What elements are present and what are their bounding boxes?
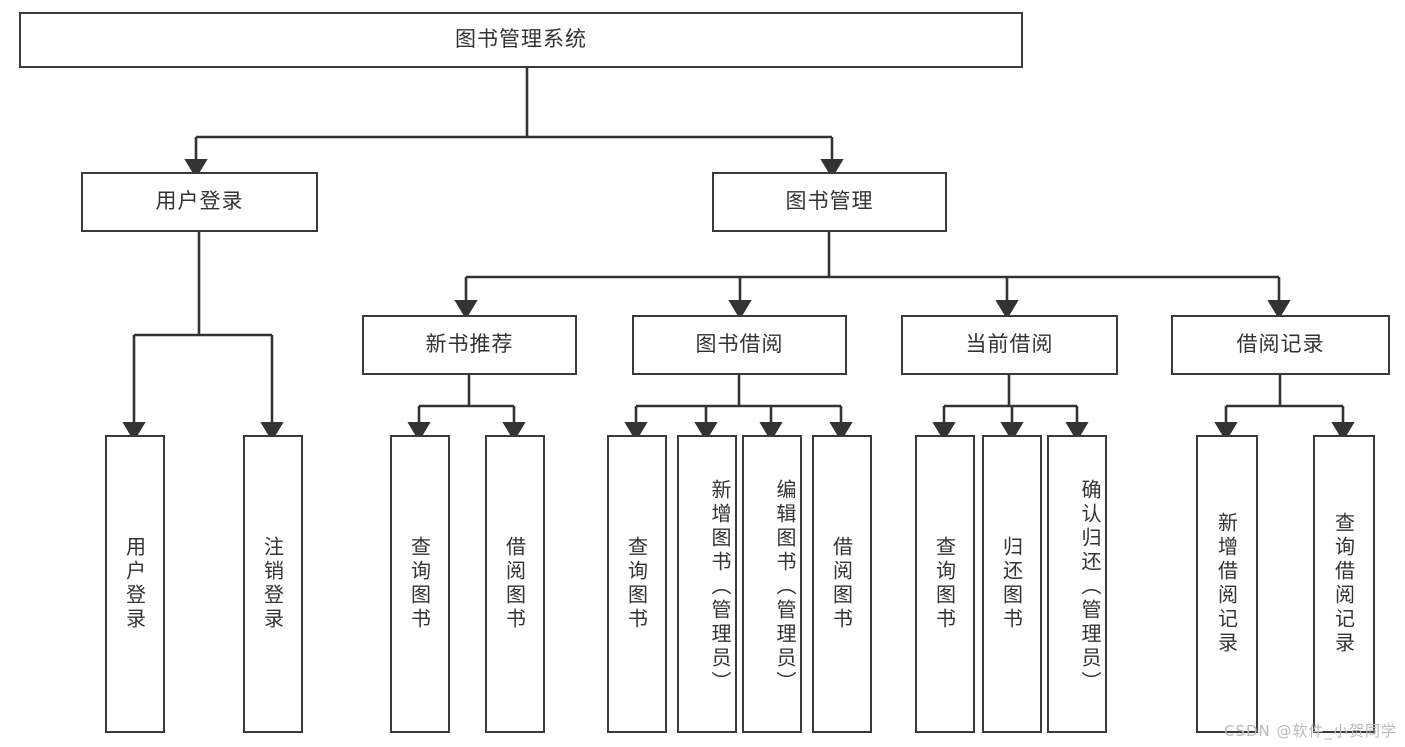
node-root[interactable]: 图书管理系统 <box>19 12 1023 68</box>
node-user-login[interactable]: 用户登录 <box>81 172 318 232</box>
node-book-borrow[interactable]: 图书借阅 <box>632 315 847 375</box>
node-root-label: 图书管理系统 <box>455 27 587 52</box>
leaf-borrow-record-query[interactable]: 查询借阅记录 <box>1313 435 1375 733</box>
leaf-label: 确认归还（管理员） <box>1078 479 1102 695</box>
leaf-label: 查询借阅记录 <box>1331 512 1356 656</box>
node-book-management[interactable]: 图书管理 <box>712 172 947 232</box>
watermark: CSDN @软件_小贺同学 <box>1223 722 1397 740</box>
leaf-label: 新增借阅记录 <box>1214 512 1239 656</box>
node-new-book-recommend-label: 新书推荐 <box>425 332 514 357</box>
leaf-label: 注销登录 <box>260 536 285 632</box>
node-current-borrow-label: 当前借阅 <box>965 332 1054 357</box>
leaf-label: 归还图书 <box>999 536 1024 632</box>
node-current-borrow[interactable]: 当前借阅 <box>901 315 1118 375</box>
node-book-management-label: 图书管理 <box>785 189 874 214</box>
leaf-user-login-login[interactable]: 用户登录 <box>105 435 165 733</box>
leaf-current-borrow-confirm-return[interactable]: 确认归还（管理员） <box>1047 435 1107 733</box>
leaf-current-borrow-query[interactable]: 查询图书 <box>915 435 975 733</box>
leaf-user-login-logout[interactable]: 注销登录 <box>243 435 303 733</box>
leaf-book-borrow-query[interactable]: 查询图书 <box>607 435 667 733</box>
leaf-label: 用户登录 <box>122 536 147 632</box>
leaf-label: 编辑图书（管理员） <box>773 479 797 695</box>
leaf-new-book-borrow[interactable]: 借阅图书 <box>485 435 545 733</box>
leaf-book-borrow-edit[interactable]: 编辑图书（管理员） <box>742 435 802 733</box>
leaf-label: 借阅图书 <box>502 536 527 632</box>
leaf-label: 借阅图书 <box>829 536 854 632</box>
leaf-book-borrow-borrow[interactable]: 借阅图书 <box>812 435 872 733</box>
leaf-borrow-record-add[interactable]: 新增借阅记录 <box>1196 435 1258 733</box>
leaf-label: 查询图书 <box>624 536 649 632</box>
node-user-login-label: 用户登录 <box>155 189 244 214</box>
leaf-current-borrow-return[interactable]: 归还图书 <box>982 435 1042 733</box>
leaf-label: 查询图书 <box>407 536 432 632</box>
leaf-new-book-query[interactable]: 查询图书 <box>390 435 450 733</box>
leaf-label: 新增图书（管理员） <box>708 479 732 695</box>
node-borrow-record[interactable]: 借阅记录 <box>1171 315 1390 375</box>
leaf-book-borrow-add[interactable]: 新增图书（管理员） <box>677 435 737 733</box>
node-book-borrow-label: 图书借阅 <box>695 332 784 357</box>
node-new-book-recommend[interactable]: 新书推荐 <box>362 315 577 375</box>
leaf-label: 查询图书 <box>932 536 957 632</box>
node-borrow-record-label: 借阅记录 <box>1236 332 1325 357</box>
